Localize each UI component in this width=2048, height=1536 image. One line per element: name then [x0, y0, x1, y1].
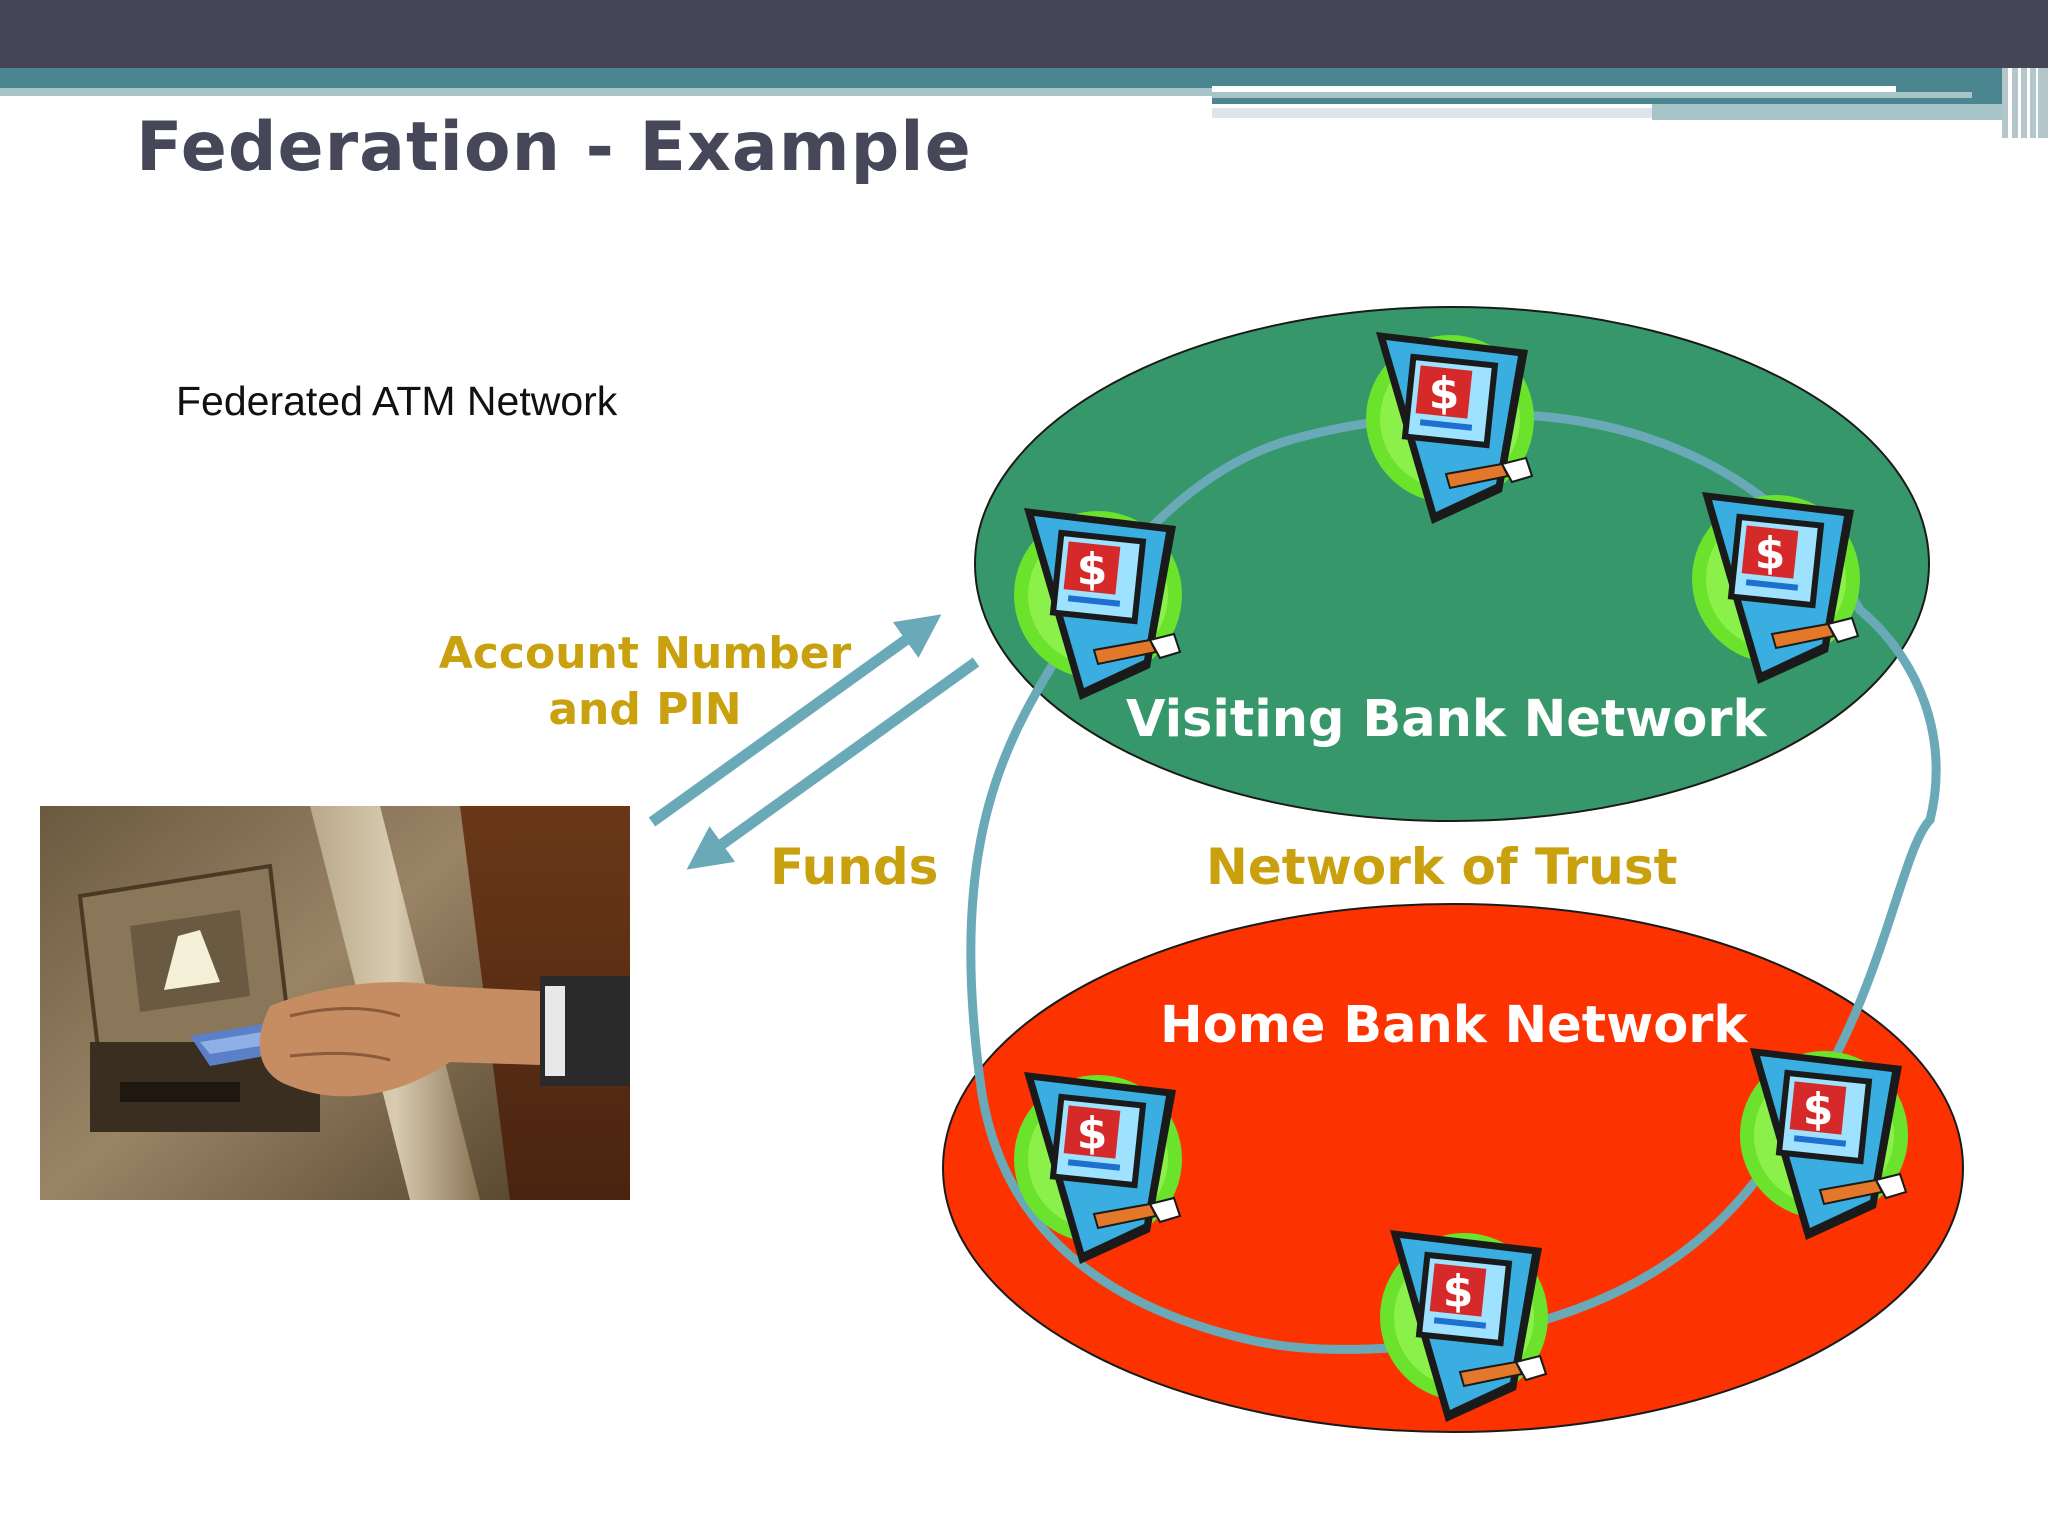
atm-icon: $	[1380, 1230, 1548, 1422]
visiting-bank-network-label: Visiting Bank Network	[1126, 690, 1767, 749]
home-bank-network-label: Home Bank Network	[1160, 996, 1748, 1055]
svg-text:$: $	[1755, 528, 1786, 579]
account-number-label: Account Number and PIN	[430, 626, 860, 738]
atm-icon: $	[1014, 1072, 1182, 1264]
arrow-icon	[648, 614, 942, 827]
atm-icon: $	[1692, 492, 1860, 684]
slide-title: Federation - Example	[136, 108, 972, 187]
visiting-bank-network-ellipse	[974, 306, 1930, 822]
atm-icon: $	[1014, 508, 1182, 700]
account-number-label-line2: and PIN	[548, 684, 742, 735]
atm-icon: $	[1366, 332, 1534, 524]
account-number-label-line1: Account Number	[438, 628, 852, 679]
svg-text:$: $	[1429, 368, 1460, 419]
home-bank-network-ellipse	[942, 903, 1964, 1433]
header-bar	[0, 0, 2048, 68]
arrow-icon	[686, 657, 980, 870]
header-accent-strip	[0, 68, 1212, 88]
funds-label: Funds	[770, 838, 939, 896]
header-accent-strip-light	[0, 88, 1212, 96]
svg-text:$: $	[1077, 544, 1108, 595]
header-decoration	[1212, 68, 2048, 138]
network-of-trust-label: Network of Trust	[1206, 838, 1678, 896]
svg-text:$: $	[1803, 1084, 1834, 1135]
atm-icon: $	[1740, 1048, 1908, 1240]
photo-atm-card	[40, 806, 630, 1200]
svg-text:$: $	[1443, 1266, 1474, 1317]
svg-text:$: $	[1077, 1108, 1108, 1159]
slide-subtitle: Federated ATM Network	[176, 378, 618, 424]
